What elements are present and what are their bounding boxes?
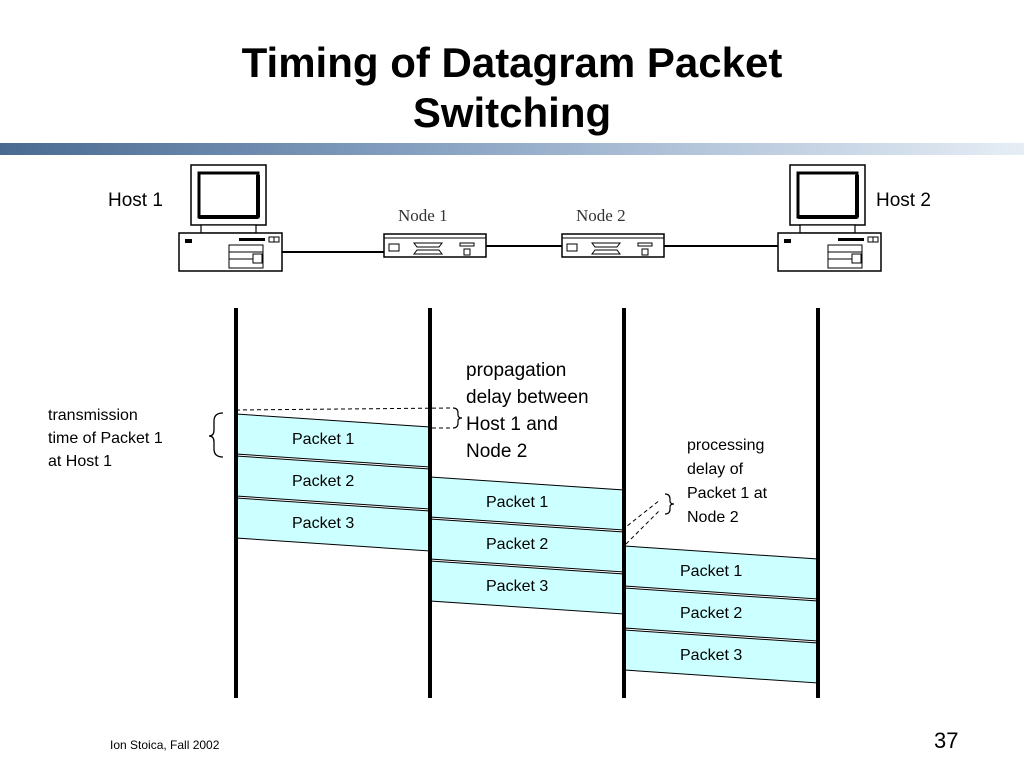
host2-label: Host 2 — [876, 190, 931, 211]
title-divider-bar — [0, 143, 1024, 155]
slide-title: Timing of Datagram Packet Switching — [0, 38, 1024, 138]
packet-label-host1-node1-2: Packet 2 — [292, 473, 354, 490]
packet-label-node2-host2-3: Packet 3 — [680, 647, 742, 664]
transmission-brace — [208, 412, 224, 458]
propagation-annotation: propagation delay between Host 1 and Nod… — [466, 360, 594, 462]
packet-bands: Packet 1 Packet 2 Packet 3 Packet 1 Packet 2… — [235, 413, 819, 684]
processing-dashed-line — [621, 499, 661, 531]
footer-author: Ion Stoica, Fall 2002 — [110, 738, 220, 752]
transmission-annotation: transmission time of Packet 1 at Host 1 — [48, 407, 167, 470]
processing-annotation: processing delay of Packet 1 at Node 2 — [687, 437, 772, 526]
host1-label: Host 1 — [108, 190, 163, 211]
processing-dashed-line — [625, 509, 661, 545]
host2-computer-icon — [776, 163, 883, 273]
slide-title-line-1: Timing of Datagram Packet — [241, 39, 783, 86]
propagation-dashed-line — [235, 407, 451, 411]
node1-router-icon — [383, 233, 487, 258]
processing-brace — [664, 493, 675, 515]
propagation-brace — [452, 407, 463, 429]
host1-computer-icon — [177, 163, 284, 273]
packet-label-host1-node1-1: Packet 1 — [292, 431, 354, 448]
node2-router-icon — [561, 233, 665, 258]
packet-label-node1-node2-3: Packet 3 — [486, 578, 548, 595]
packet-label-node2-host2-1: Packet 1 — [680, 563, 742, 580]
slide-title-line-2: Switching — [412, 89, 612, 136]
packet-label-host1-node1-3: Packet 3 — [292, 515, 354, 532]
node1-label: Node 1 — [398, 206, 448, 225]
packet-label-node2-host2-2: Packet 2 — [680, 605, 742, 622]
page-number: 37 — [934, 728, 959, 753]
packet-label-node1-node2-1: Packet 1 — [486, 494, 548, 511]
node2-label: Node 2 — [576, 206, 626, 225]
packet-label-node1-node2-2: Packet 2 — [486, 536, 548, 553]
